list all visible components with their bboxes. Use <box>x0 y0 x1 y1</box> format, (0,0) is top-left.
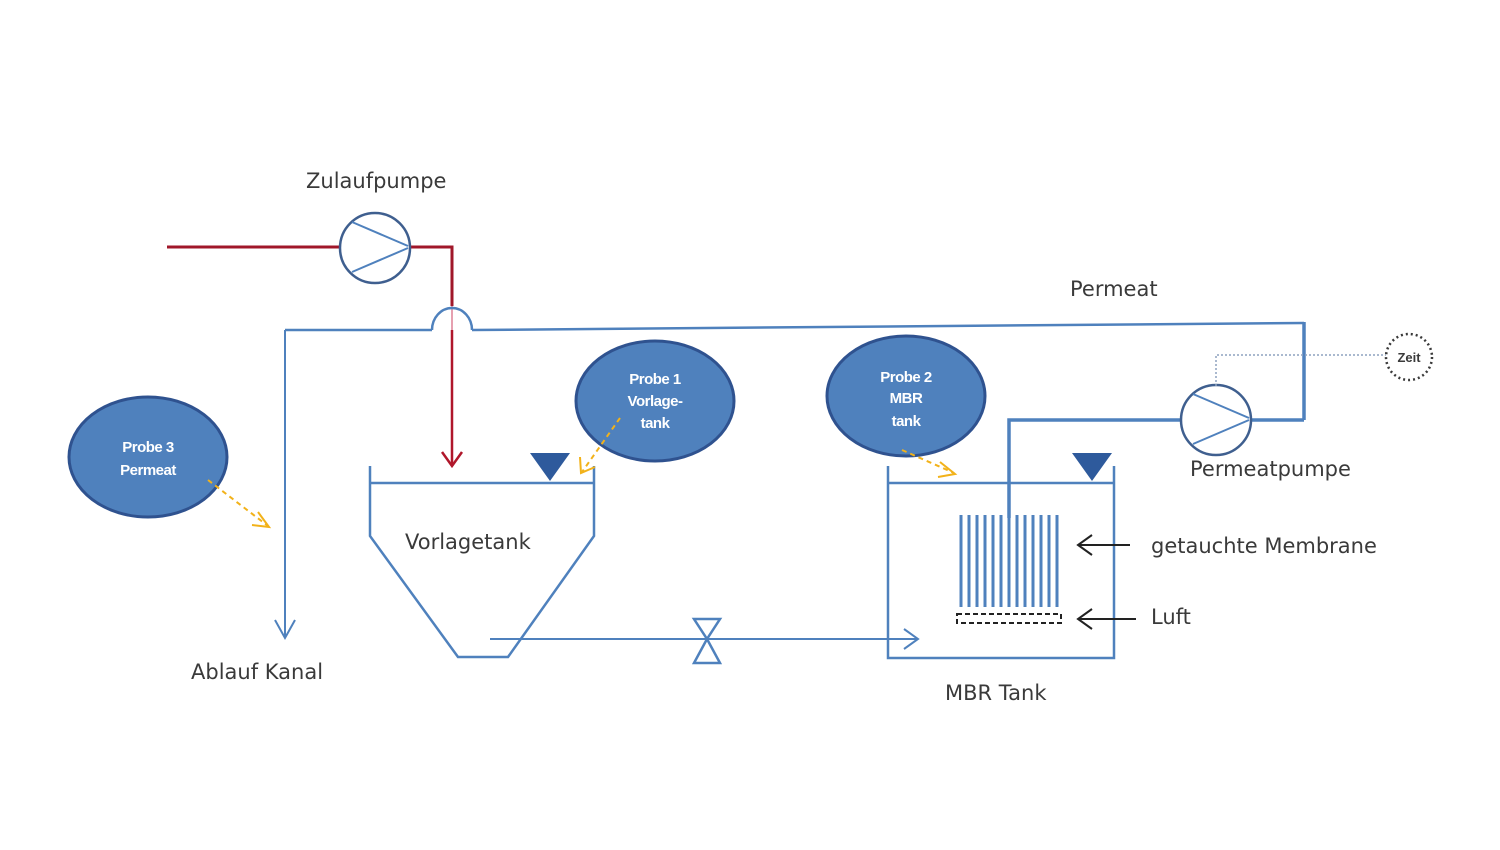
mbr-tank <box>886 466 1116 660</box>
zulaufpumpe-label: Zulaufpumpe <box>306 169 446 193</box>
membrane-pointer-arrow <box>1076 534 1130 556</box>
water-level-icon <box>1072 453 1112 481</box>
probe-2-line-3: tank <box>892 413 922 430</box>
probe-3-line-1: Probe 3 <box>122 439 174 456</box>
aerator-icon <box>956 613 1062 624</box>
permeatpumpe-label: Permeatpumpe <box>1190 457 1351 481</box>
probe-1-line-1: Probe 1 <box>629 371 681 388</box>
probe-2-line-1: Probe 2 <box>880 369 932 386</box>
discharge-line <box>274 330 296 641</box>
probe-3-bubble: Probe 3 Permeat <box>67 395 229 519</box>
ablauf-kanal-label: Ablauf Kanal <box>191 660 323 684</box>
sample-arrow-probe-2 <box>901 449 958 478</box>
pump-icon <box>338 211 412 285</box>
vorlagetank-tank <box>368 466 596 659</box>
timer-icon: Zeit <box>1384 332 1434 382</box>
probe-3-line-2: Permeat <box>120 462 176 479</box>
valve-icon <box>691 617 723 665</box>
transfer-line <box>490 628 920 650</box>
probe-1-line-2: Vorlage- <box>628 393 683 410</box>
probe-1-bubble: Probe 1 Vorlage- tank <box>574 339 736 463</box>
probe-2-line-2: MBR <box>890 390 923 407</box>
timer-link <box>1215 354 1386 386</box>
zeit-label: Zeit <box>1397 350 1421 365</box>
luft-label: Luft <box>1151 605 1191 629</box>
permeat-label: Permeat <box>1070 277 1158 301</box>
water-level-icon <box>530 453 570 481</box>
vorlagetank-label: Vorlagetank <box>405 530 532 554</box>
pump-icon <box>1179 383 1253 457</box>
luft-pointer-arrow <box>1076 608 1136 630</box>
mbr-tank-label: MBR Tank <box>945 681 1047 705</box>
probe-2-bubble: Probe 2 MBR tank <box>825 334 987 458</box>
probe-1-line-3: tank <box>641 415 671 432</box>
sample-arrow-probe-3 <box>207 479 272 529</box>
getauchte-membrane-label: getauchte Membrane <box>1151 534 1377 558</box>
permeate-line <box>285 306 1306 518</box>
feed-line <box>167 245 464 469</box>
membrane-icon <box>959 515 1059 607</box>
sample-arrow-probe-1 <box>579 417 621 475</box>
